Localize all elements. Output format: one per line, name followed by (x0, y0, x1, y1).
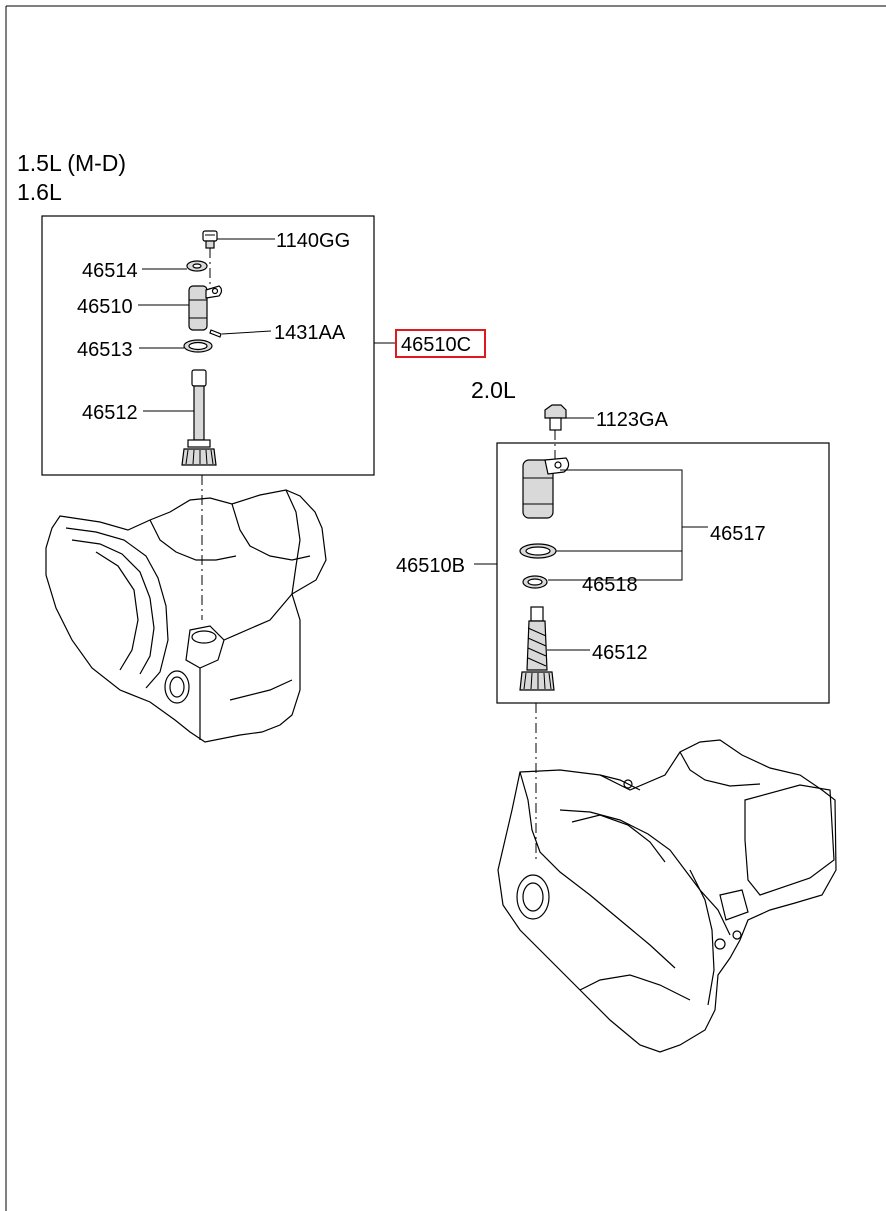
label-46513[interactable]: 46513 (77, 339, 133, 361)
transaxle-housing-2 (497, 739, 837, 1053)
highlight-box-46510c (395, 329, 486, 358)
engine-label-1-5l: 1.5L (M-D) (17, 150, 126, 176)
leader-1431aa (221, 330, 272, 335)
bolt-1123ga-part[interactable] (544, 404, 567, 431)
bolt-1140gg-part[interactable] (202, 230, 218, 249)
transaxle-housing-1 (45, 489, 327, 743)
washer-46514-part[interactable] (186, 260, 208, 272)
driven-gear-46512-part[interactable] (181, 369, 217, 466)
label-46510c[interactable]: 46510C (401, 334, 471, 356)
speed-sensor-46517-part[interactable] (522, 457, 570, 519)
label-46514[interactable]: 46514 (82, 260, 138, 282)
label-1123ga[interactable]: 1123GA (596, 409, 669, 431)
assembly-box-46510b (496, 442, 830, 704)
label-46510b[interactable]: 46510B (396, 555, 465, 577)
label-46512-b[interactable]: 46512 (592, 642, 648, 664)
driven-gear-46512-part-b[interactable] (519, 606, 555, 691)
speed-sensor-46510-part[interactable] (188, 285, 223, 331)
engine-label-2-0l: 2.0L (471, 377, 516, 403)
label-1140gg[interactable]: 1140GG (276, 230, 350, 252)
leader-46517-bracket (548, 469, 683, 581)
o-ring-46513-part[interactable] (183, 339, 213, 353)
assembly-box-46510c (41, 215, 375, 476)
label-46518[interactable]: 46518 (582, 574, 638, 596)
engine-label-1-6l: 1.6L (17, 179, 62, 205)
label-46510[interactable]: 46510 (77, 296, 133, 318)
label-46512-a[interactable]: 46512 (82, 402, 138, 424)
label-1431aa[interactable]: 1431AA (274, 322, 346, 344)
seal-46518-part[interactable] (522, 575, 548, 589)
o-ring-46517-part[interactable] (519, 543, 557, 559)
label-46517[interactable]: 46517 (710, 523, 766, 545)
pin-1431aa-part[interactable] (209, 329, 222, 338)
